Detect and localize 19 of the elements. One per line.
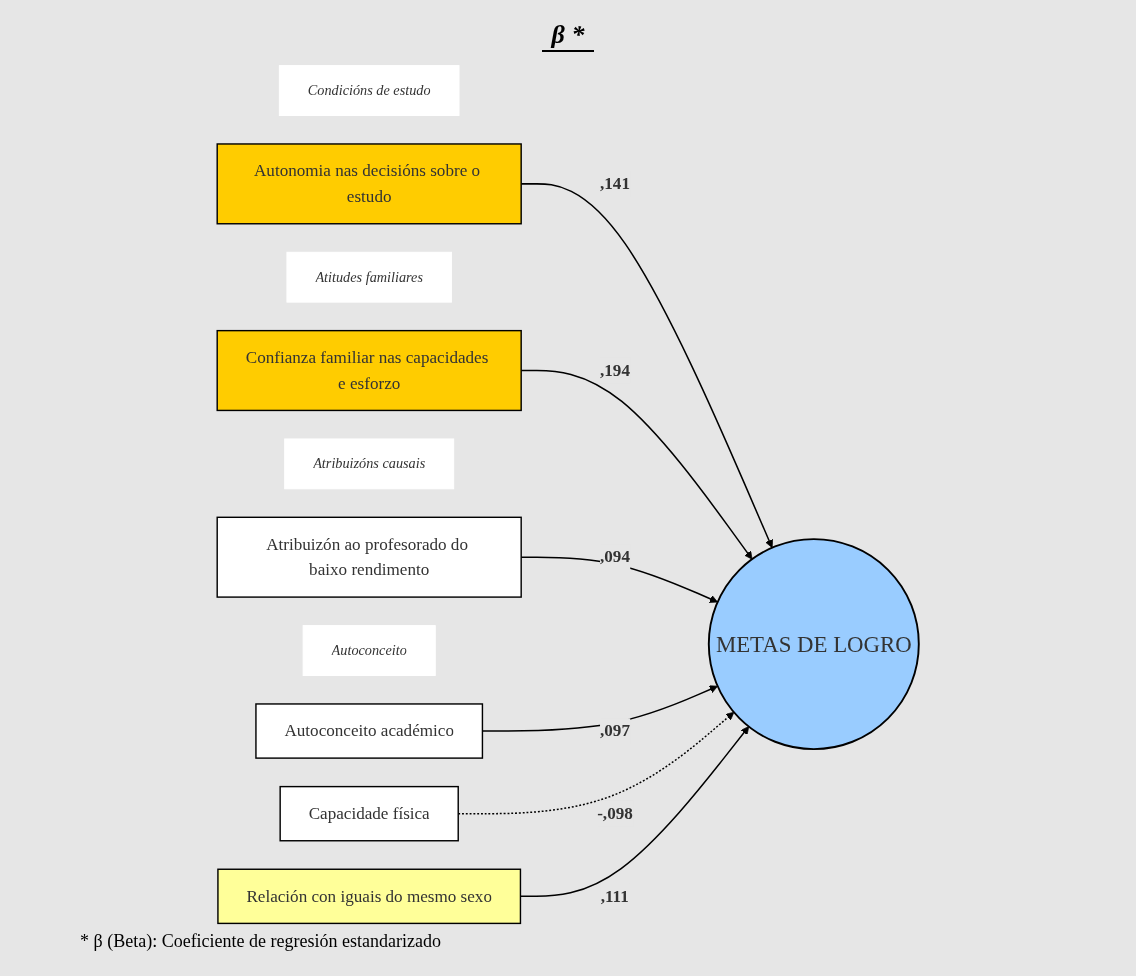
- node-box: Autoconceito académico: [255, 703, 484, 759]
- edge-label: ,097: [600, 721, 630, 741]
- node-box: Condicións de estudo: [278, 65, 460, 116]
- node-box: Atribuizóns causais: [284, 438, 455, 490]
- footnote: * β (Beta): Coeficiente de regresión estandarizado: [80, 931, 441, 952]
- node-box: Atribuizón ao profesorado do baixo rendimento: [216, 516, 522, 598]
- edge-label: ,194: [600, 360, 630, 380]
- node-box: Relación con iguais do mesmo sexo: [217, 868, 522, 925]
- edge-label: ,141: [600, 173, 630, 193]
- node-box: Capacidade física: [279, 785, 459, 842]
- node-circle: METAS DE LOGRO: [707, 538, 920, 751]
- node-box: Atitudes familiares: [286, 251, 452, 303]
- node-box: Confianza familiar nas capacidades e esforzo: [216, 329, 522, 412]
- column-heading: β *: [541, 20, 595, 52]
- edge-label: ,111: [600, 886, 629, 906]
- edge-label: -,098: [597, 803, 633, 823]
- node-box: Autonomia nas decisións sobre o estudo: [216, 143, 522, 225]
- node-box: Autoconceito: [302, 625, 436, 676]
- edge-label: ,094: [600, 547, 630, 567]
